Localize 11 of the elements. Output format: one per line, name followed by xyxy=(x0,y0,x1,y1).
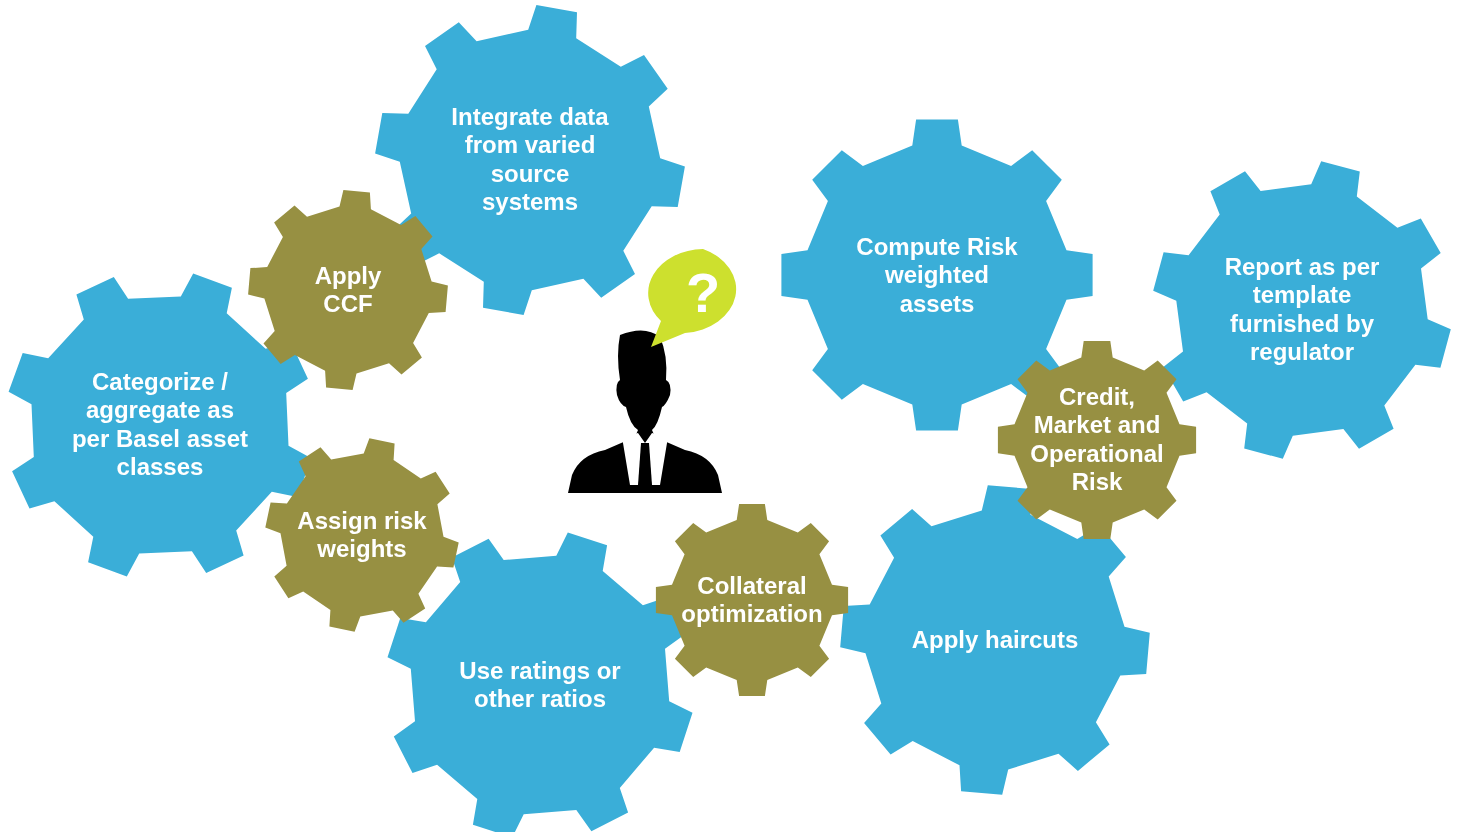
step-text: Integrate data from varied source systems xyxy=(450,103,610,217)
question-mark-text: ? xyxy=(685,259,721,326)
step-text: Apply haircuts xyxy=(910,625,1080,655)
step-text: Assign risk weights xyxy=(296,506,428,564)
step-text: Collateral optimization xyxy=(680,571,824,629)
step-text: Credit, Market and Operational Risk xyxy=(1029,383,1165,497)
step-text: Compute Risk weighted assets xyxy=(855,232,1019,318)
step-text: Report as per template furnished by regulator xyxy=(1223,253,1381,367)
step-text: Use ratings or other ratios xyxy=(458,656,622,714)
step-text: Categorize / aggregate as per Basel asset classes xyxy=(70,368,250,482)
step-text: Apply CCF xyxy=(313,261,383,319)
